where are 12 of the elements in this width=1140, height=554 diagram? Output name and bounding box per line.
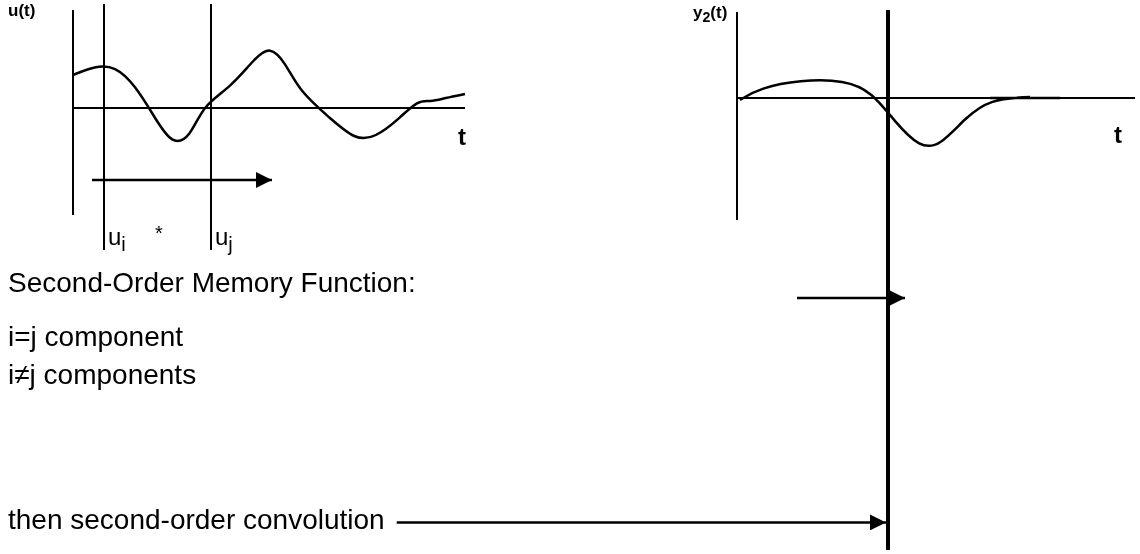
marker-label: u$_{j}$: [215, 224, 233, 255]
axis-label: y$_{2}$(t): [693, 4, 728, 26]
body-text: i=j component: [8, 322, 184, 353]
convolution-symbol: *: [155, 222, 163, 244]
body-text: i≠j components: [8, 360, 197, 391]
axis-label: u(t): [8, 2, 36, 21]
caption-text: then second-order convolution: [8, 505, 385, 536]
axis-label: t: [458, 124, 466, 151]
marker-label: u$_{i}$: [108, 224, 126, 255]
arrow: [396, 514, 886, 531]
heading-text: Second-Order Memory Function:: [8, 268, 416, 299]
axis-label: t: [1114, 122, 1122, 149]
